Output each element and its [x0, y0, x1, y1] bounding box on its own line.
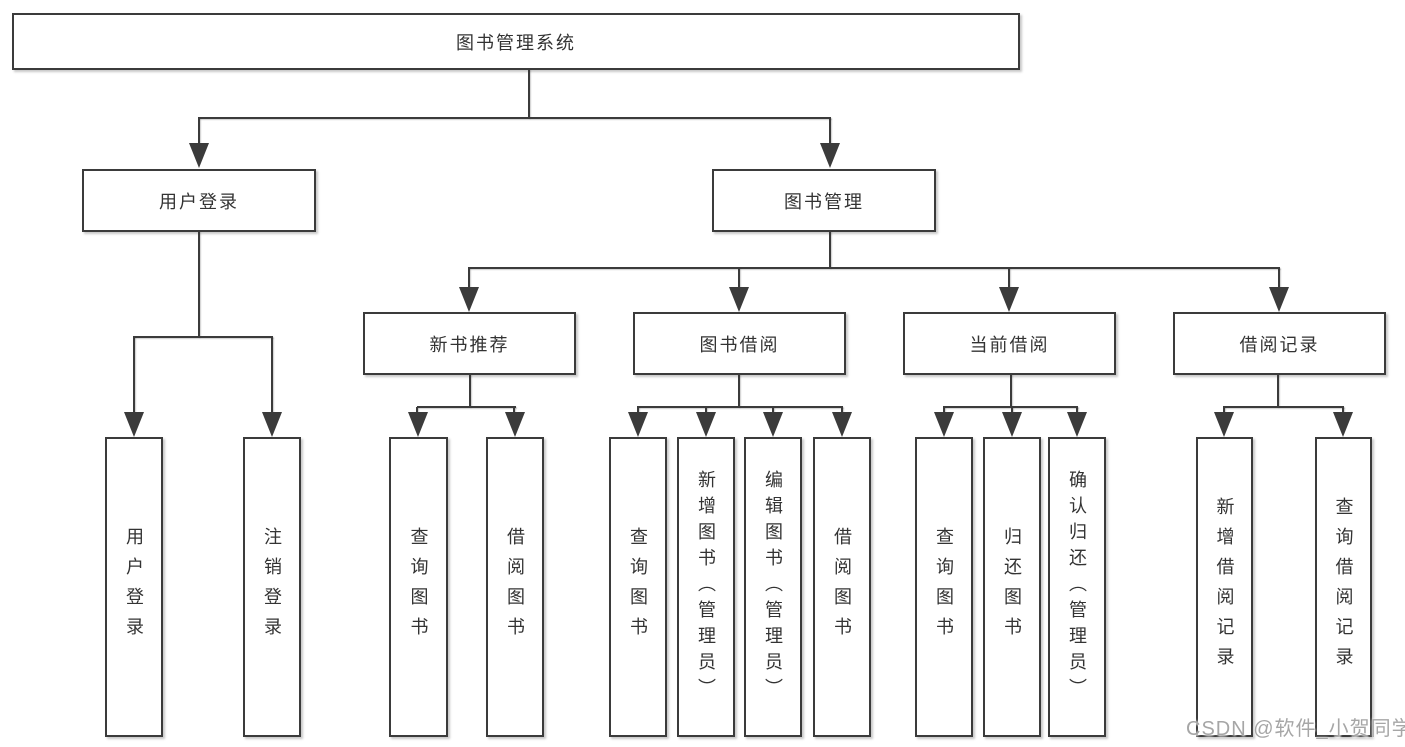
leaf-query-books-borrow: 查询图书: [609, 437, 667, 737]
arrow-down-icon: [763, 412, 783, 437]
arrow-down-icon: [505, 412, 525, 437]
connector-line: [1223, 407, 1225, 415]
leaf-add-borrow-record: 新增借阅记录: [1196, 437, 1253, 737]
node-new-book-recommendation: 新书推荐: [363, 312, 576, 375]
leaf-label: 新增图书（管理员）: [696, 470, 716, 704]
node-label: 用户登录: [159, 191, 239, 212]
connector-line: [271, 337, 273, 414]
node-label: 借阅记录: [1239, 334, 1320, 355]
leaf-label: 查询借阅记录: [1333, 497, 1354, 677]
connector-line: [1011, 407, 1013, 415]
arrow-down-icon: [124, 412, 144, 437]
leaf-label: 查询图书: [408, 527, 429, 647]
leaf-label: 新增借阅记录: [1214, 497, 1235, 677]
leaf-label: 归还图书: [1002, 527, 1022, 647]
connector-line: [637, 406, 843, 408]
arrow-down-icon: [1067, 412, 1087, 437]
arrow-down-icon: [1002, 412, 1022, 437]
arrow-down-icon: [1214, 412, 1234, 437]
connector-line: [198, 117, 831, 119]
leaf-confirm-return-admin: 确认归还（管理员）: [1048, 437, 1106, 737]
leaf-query-borrow-record: 查询借阅记录: [1315, 437, 1372, 737]
csdn-watermark: CSDN @软件_小贺同学: [1186, 718, 1405, 740]
node-book-borrowing: 图书借阅: [633, 312, 846, 375]
leaf-add-books-admin: 新增图书（管理员）: [677, 437, 735, 737]
arrow-down-icon: [262, 412, 282, 437]
node-book-management: 图书管理: [712, 169, 936, 232]
leaf-label: 确认归还（管理员）: [1067, 470, 1087, 704]
arrow-down-icon: [189, 143, 209, 168]
connector-line: [1008, 268, 1010, 290]
connector-line: [829, 118, 831, 145]
node-label: 图书管理系统: [456, 32, 576, 53]
connector-line: [198, 231, 200, 337]
leaf-label: 借阅图书: [832, 527, 852, 647]
connector-line: [513, 407, 515, 415]
leaf-query-books-current: 查询图书: [915, 437, 973, 737]
arrow-down-icon: [408, 412, 428, 437]
arrow-down-icon: [628, 412, 648, 437]
connector-line: [943, 406, 1078, 408]
connector-line: [133, 337, 135, 414]
connector-line: [468, 267, 1280, 269]
connector-line: [738, 374, 740, 407]
leaf-edit-books-admin: 编辑图书（管理员）: [744, 437, 802, 737]
connector-line: [416, 407, 418, 415]
connector-line: [1277, 374, 1279, 407]
connector-line: [133, 336, 273, 338]
connector-line: [943, 407, 945, 415]
leaf-label: 编辑图书（管理员）: [763, 470, 783, 704]
leaf-query-books-recommend: 查询图书: [389, 437, 448, 737]
connector-line: [1342, 407, 1344, 415]
connector-line: [468, 268, 470, 290]
arrow-down-icon: [820, 143, 840, 168]
leaf-logout: 注销登录: [243, 437, 301, 737]
arrow-down-icon: [729, 287, 749, 312]
leaf-borrow-books-recommend: 借阅图书: [486, 437, 544, 737]
node-user-login: 用户登录: [82, 169, 316, 232]
connector-line: [528, 69, 530, 118]
leaf-label: 用户登录: [124, 527, 144, 647]
arrow-down-icon: [459, 287, 479, 312]
node-current-borrowing: 当前借阅: [903, 312, 1116, 375]
arrow-down-icon: [832, 412, 852, 437]
leaf-borrow-books: 借阅图书: [813, 437, 871, 737]
leaf-label: 借阅图书: [505, 527, 525, 647]
connector-line: [705, 407, 707, 415]
connector-line: [469, 374, 471, 407]
connector-line: [1278, 268, 1280, 290]
leaf-label: 注销登录: [262, 527, 282, 647]
arrow-down-icon: [696, 412, 716, 437]
leaf-user-login: 用户登录: [105, 437, 163, 737]
node-borrowing-records: 借阅记录: [1173, 312, 1386, 375]
leaf-return-books: 归还图书: [983, 437, 1041, 737]
arrow-down-icon: [1333, 412, 1353, 437]
node-label: 图书借阅: [699, 334, 780, 355]
arrow-down-icon: [999, 287, 1019, 312]
node-label: 新书推荐: [429, 334, 510, 355]
node-library-system: 图书管理系统: [12, 13, 1020, 70]
arrow-down-icon: [1269, 287, 1289, 312]
connector-line: [738, 268, 740, 290]
arrow-down-icon: [934, 412, 954, 437]
node-label: 当前借阅: [969, 334, 1050, 355]
leaf-label: 查询图书: [628, 527, 648, 647]
connector-line: [637, 407, 639, 415]
connector-line: [1076, 407, 1078, 415]
connector-line: [198, 118, 200, 145]
leaf-label: 查询图书: [934, 527, 954, 647]
connector-line: [1223, 406, 1344, 408]
connector-line: [841, 407, 843, 415]
connector-line: [829, 231, 831, 268]
connector-line: [417, 406, 516, 408]
connector-line: [1010, 374, 1012, 407]
connector-line: [772, 407, 774, 415]
node-label: 图书管理: [784, 191, 864, 212]
